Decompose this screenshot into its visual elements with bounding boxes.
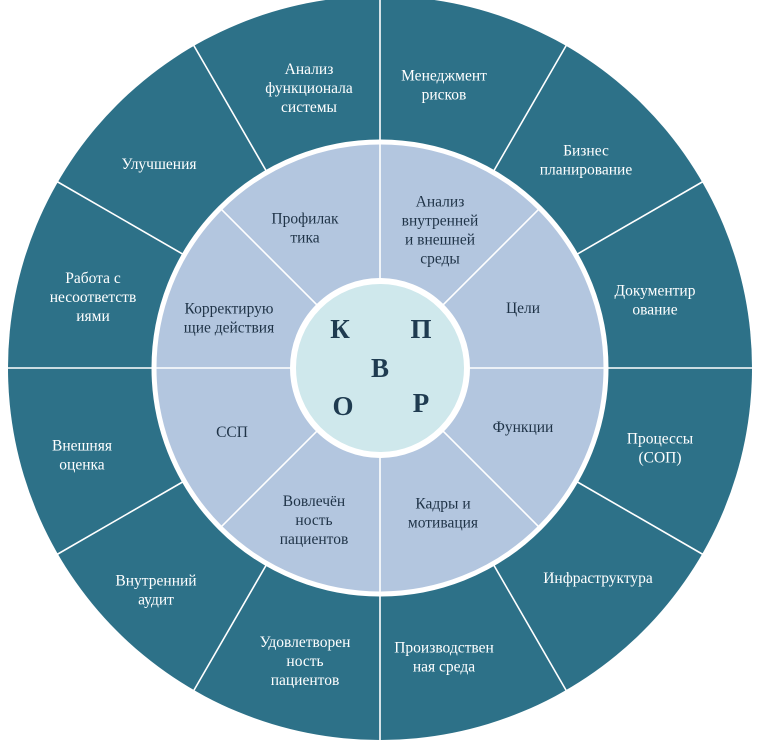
outer-separator-line (491, 43, 568, 175)
outer-label-infrastruktura-line: Инфраструктура (543, 570, 653, 587)
outer-label-protsessy-line: (СОП) (638, 450, 681, 467)
inner-circle-disc (290, 278, 470, 458)
middle-label-korrektiruyushchie-line: щие действия (184, 320, 274, 337)
middle-separator-line (221, 209, 320, 308)
outer-separator-line (192, 43, 269, 175)
middle-label-ssp-line: ССП (216, 424, 248, 441)
outer-separator-line (491, 561, 568, 693)
outer-label-menedzhment-riskov: Менеджмент рисков (401, 68, 487, 104)
outer-separator-line (192, 561, 269, 693)
middle-label-ssp: ССП (216, 424, 248, 441)
middle-label-korrektiruyushchie: Корректирую щие действия (184, 301, 274, 337)
outer-separator-line (55, 479, 187, 556)
middle-label-korrektiruyushchie-line: Корректирую (185, 301, 274, 318)
outer-label-vnutrenniy-audit: Внутренний аудит (115, 573, 196, 609)
middle-label-analiz-sredy-line: внутренней (402, 213, 479, 230)
outer-label-vneshnyaya-otsenka: Внешняя оценка (52, 438, 112, 474)
outer-label-rabota-s-nesootvetstviyami-line: иями (76, 308, 110, 325)
middle-label-kadry-line: Кадры и (415, 496, 470, 513)
outer-label-udovletvorennost: Удовлетворен ность пациентов (260, 634, 351, 689)
center-letter-o: О (332, 391, 353, 421)
middle-label-vovlechennost-line: ность (295, 512, 332, 529)
middle-label-funktsii: Функции (493, 419, 554, 436)
outer-label-protsessy-line: Процессы (627, 431, 694, 448)
outer-label-proizvodstvennaya-sreda-line: ная среда (413, 659, 475, 676)
center-letter-k: К (330, 314, 350, 344)
middle-label-tseli: Цели (506, 300, 540, 317)
outer-ring-separators (6, 0, 754, 740)
outer-label-udovletvorennost-line: ность (286, 653, 323, 670)
middle-label-analiz-sredy-line: среды (420, 251, 460, 268)
outer-label-vneshnyaya-otsenka-line: Внешняя (52, 438, 112, 455)
middle-label-profilaktika-line: тика (290, 230, 319, 247)
middle-label-analiz-sredy-line: и внешней (405, 232, 475, 249)
outer-label-biznes-planirovanie-line: планирование (540, 162, 633, 179)
outer-label-rabota-s-nesootvetstviyami-line: несоответств (50, 289, 137, 306)
outer-separator-line (573, 180, 705, 257)
outer-separator-line (55, 180, 187, 257)
middle-label-tseli-line: Цели (506, 300, 540, 317)
outer-label-vnutrenniy-audit-line: аудит (138, 592, 174, 609)
middle-label-vovlechennost-line: пациентов (280, 531, 349, 548)
outer-label-analiz-funktsionala-line: Анализ (285, 61, 334, 78)
center-letter-v: В (371, 353, 389, 383)
outer-label-protsessy: Процессы (СОП) (627, 431, 694, 467)
outer-label-uluchsheniya-line: Улучшения (121, 156, 196, 173)
outer-label-rabota-s-nesootvetstviyami-line: Работа с (65, 270, 121, 287)
middle-label-profilaktika: Профилак тика (271, 211, 339, 247)
middle-separator-line (221, 428, 320, 527)
outer-label-biznes-planirovanie-line: Бизнес (563, 143, 609, 160)
outer-label-dokumentirovanie-line: ование (632, 302, 677, 319)
outer-label-infrastruktura: Инфраструктура (543, 570, 653, 587)
middle-label-vovlechennost-line: Вовлечён (283, 493, 345, 510)
outer-separator-line (573, 479, 705, 556)
middle-label-analiz-sredy: Анализ внутренней и внешней среды (402, 194, 479, 268)
outer-label-udovletvorennost-line: пациентов (271, 672, 340, 689)
outer-label-rabota-s-nesootvetstviyami: Работа с несоответств иями (50, 270, 137, 325)
outer-label-vneshnyaya-otsenka-line: оценка (59, 457, 105, 474)
outer-label-analiz-funktsionala-line: функционала (265, 80, 353, 97)
middle-label-funktsii-line: Функции (493, 419, 554, 436)
outer-label-proizvodstvennaya-sreda-line: Производствен (394, 640, 494, 657)
middle-label-profilaktika-line: Профилак (271, 211, 339, 228)
outer-label-proizvodstvennaya-sreda: Производствен ная среда (394, 640, 494, 676)
center-letter-p: П (410, 314, 431, 344)
middle-label-kadry: Кадры и мотивация (408, 496, 478, 532)
inner-circle (290, 278, 470, 458)
middle-ring-labels: Профилак тика Анализ внутренней и внешней сре… (184, 194, 554, 549)
outer-label-analiz-funktsionala-line: системы (281, 99, 338, 116)
outer-label-analiz-funktsionala: Анализ функционала системы (265, 61, 353, 116)
outer-label-udovletvorennost-line: Удовлетворен (260, 634, 351, 651)
middle-label-analiz-sredy-line: Анализ (416, 194, 465, 211)
center-letters: К ПВО Р (330, 314, 431, 421)
outer-label-dokumentirovanie-line: Документир (615, 283, 696, 300)
middle-label-vovlechennost: Вовлечён ность пациентов (280, 493, 349, 548)
outer-label-menedzhment-riskov-line: Менеджмент (401, 68, 487, 85)
middle-label-kadry-line: мотивация (408, 515, 478, 532)
middle-separator-line (440, 209, 539, 308)
middle-separator-line (440, 428, 539, 527)
center-letter-r: Р (413, 388, 430, 418)
outer-label-biznes-planirovanie: Бизнес планирование (540, 143, 633, 179)
outer-label-dokumentirovanie: Документир ование (615, 283, 696, 319)
outer-label-vnutrenniy-audit-line: Внутренний (115, 573, 196, 590)
outer-label-menedzhment-riskov-line: рисков (422, 87, 467, 104)
outer-label-uluchsheniya: Улучшения (121, 156, 196, 173)
